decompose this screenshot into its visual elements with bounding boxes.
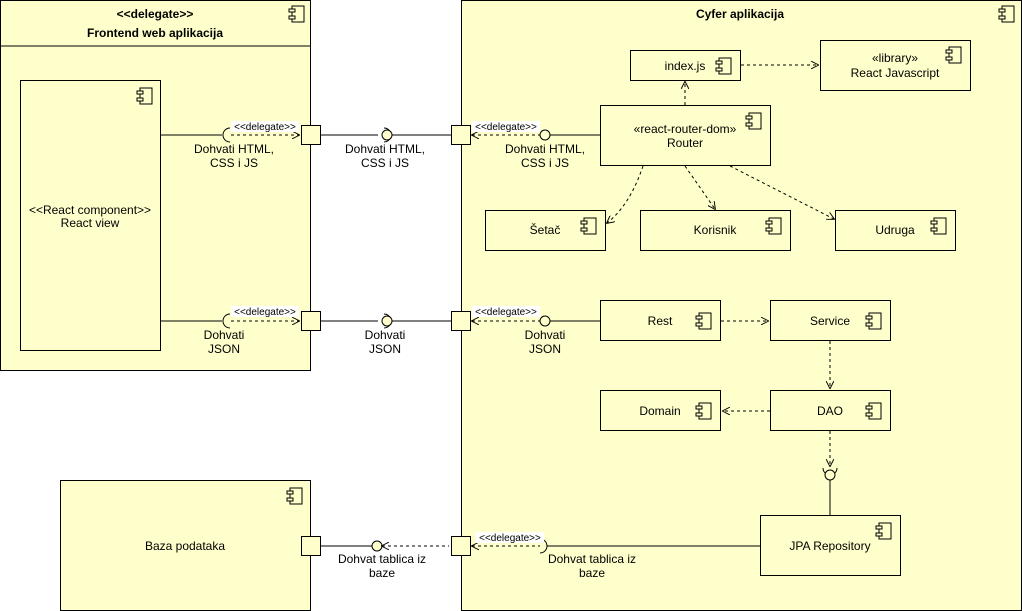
router-stereotype: «react-router-dom» bbox=[634, 122, 737, 136]
setac-label: Šetač bbox=[530, 222, 561, 237]
rest-component: Rest bbox=[600, 300, 721, 341]
interface-label: Dohvati HTML, bbox=[505, 142, 585, 156]
dependency-arrow bbox=[607, 165, 644, 223]
db-connection bbox=[320, 538, 761, 554]
interface-label: Dohvati bbox=[204, 328, 245, 342]
baza-component: Baza podataka bbox=[60, 480, 311, 611]
port-cyfer-html bbox=[451, 125, 471, 145]
interface-label: CSS i JS bbox=[361, 156, 409, 170]
port-frontend-html bbox=[301, 125, 321, 145]
react-view-name: React view bbox=[61, 216, 120, 230]
react-view-stereotype: <<React component>> bbox=[29, 203, 151, 217]
react-view-component: <<React component>> React view bbox=[20, 80, 161, 351]
port-baza-db bbox=[301, 536, 321, 556]
router-name: Router bbox=[667, 136, 703, 150]
router-component: «react-router-dom» Router bbox=[600, 105, 771, 166]
korisnik-label: Korisnik bbox=[694, 223, 738, 237]
library-name: React Javascript bbox=[851, 66, 940, 80]
interface-label: CSS i JS bbox=[210, 156, 258, 170]
delegate-tag: <<delegate>> bbox=[479, 533, 541, 544]
frontend-stereotype: <<delegate>> bbox=[117, 7, 194, 21]
setac-component: Šetač bbox=[485, 210, 606, 251]
dependency-arrow bbox=[729, 165, 834, 219]
port-cyfer-json bbox=[451, 311, 471, 331]
delegate-tag: <<delegate>> bbox=[475, 307, 537, 318]
jpa-repository-component: JPA Repository bbox=[760, 515, 901, 576]
korisnik-component: Korisnik bbox=[640, 210, 791, 251]
dao-jpa-connection bbox=[822, 431, 838, 516]
interface-label: JSON bbox=[208, 342, 240, 356]
cyfer-component: Cyfer aplikacija bbox=[461, 0, 1022, 611]
udruga-component: Udruga bbox=[835, 210, 956, 251]
rest-label: Rest bbox=[648, 314, 673, 328]
dao-component: DAO bbox=[770, 390, 891, 431]
jpa-label: JPA Repository bbox=[789, 539, 870, 553]
interface-label: baze bbox=[369, 566, 395, 580]
domain-label: Domain bbox=[639, 404, 680, 418]
interface-label: Dohvati HTML, bbox=[345, 142, 425, 156]
cyfer-title: Cyfer aplikacija bbox=[696, 7, 784, 21]
udruga-label: Udruga bbox=[875, 223, 915, 237]
interface-label: baze bbox=[579, 566, 605, 580]
interface-label: Dohvat tablica iz bbox=[338, 552, 426, 566]
react-library-component: «library» React Javascript bbox=[820, 40, 971, 91]
index-js-label: index.js bbox=[665, 59, 706, 73]
json-connection bbox=[160, 313, 601, 329]
interface-label: Dohvat tablica iz bbox=[548, 552, 636, 566]
delegate-tag: <<delegate>> bbox=[475, 122, 537, 133]
interface-label: Dohvati bbox=[525, 328, 566, 342]
interface-label: Dohvati HTML, bbox=[194, 142, 274, 156]
interface-label: JSON bbox=[369, 342, 401, 356]
interface-label: CSS i JS bbox=[521, 156, 569, 170]
dependency-arrow bbox=[684, 165, 715, 209]
index-js-component: index.js bbox=[630, 50, 741, 81]
domain-component: Domain bbox=[600, 390, 721, 431]
delegate-tag: <<delegate>> bbox=[234, 122, 296, 133]
frontend-title: Frontend web aplikacija bbox=[87, 26, 223, 40]
baza-title: Baza podataka bbox=[145, 539, 225, 553]
port-frontend-json bbox=[301, 311, 321, 331]
library-stereotype: «library» bbox=[872, 51, 918, 65]
service-label: Service bbox=[810, 314, 850, 328]
interface-label: JSON bbox=[529, 342, 561, 356]
interface-label: Dohvati bbox=[365, 328, 406, 342]
html-connection bbox=[160, 127, 601, 143]
delegate-tag: <<delegate>> bbox=[234, 307, 296, 318]
port-cyfer-db bbox=[451, 536, 471, 556]
dao-label: DAO bbox=[817, 404, 843, 418]
service-component: Service bbox=[770, 300, 891, 341]
